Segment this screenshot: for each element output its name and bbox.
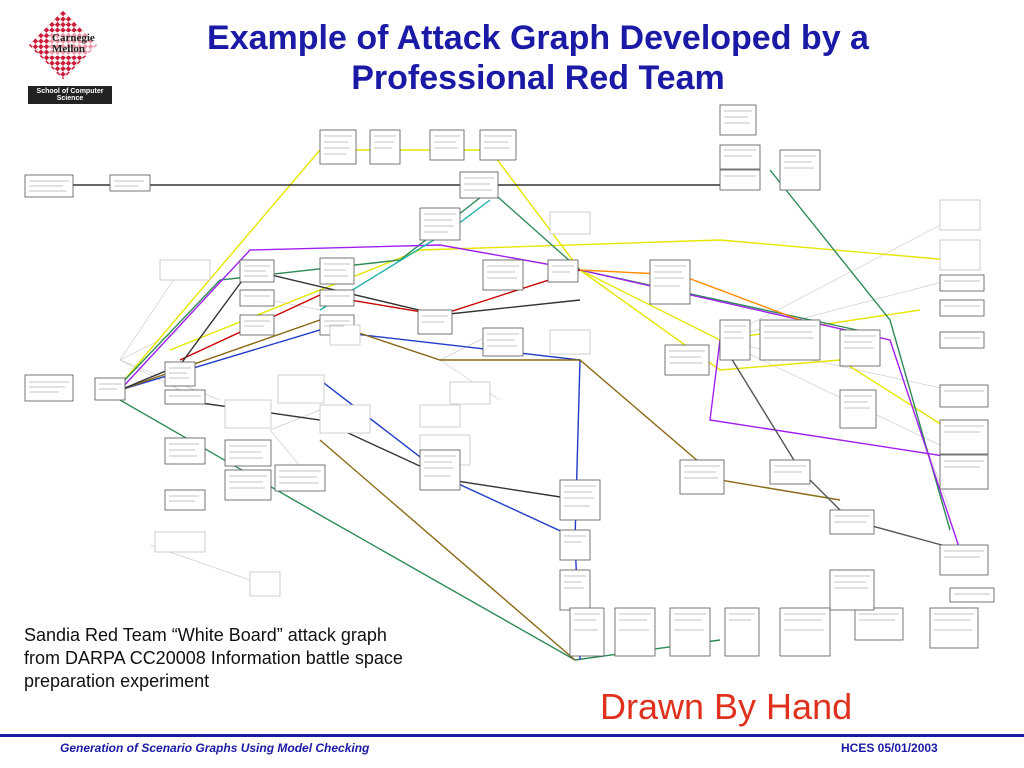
node: [274, 464, 326, 492]
node: [829, 569, 875, 611]
edge-grey-dark: [719, 339, 961, 551]
node: [724, 607, 760, 657]
node: [854, 607, 904, 641]
node: [569, 607, 605, 657]
node: [419, 404, 461, 428]
node: [319, 289, 355, 307]
node: [482, 259, 524, 291]
node: [277, 374, 325, 404]
node: [614, 607, 656, 657]
node: [939, 239, 981, 271]
cmu-logo: Carnegie Mellon School of Computer Scien…: [28, 10, 112, 104]
caption: Sandia Red Team “White Board” attack gra…: [24, 624, 514, 693]
graph-nodes: [24, 104, 995, 657]
node: [719, 169, 761, 191]
footer-rule: [0, 734, 1024, 737]
node: [164, 437, 206, 465]
node: [224, 439, 272, 467]
edge-yellow-3: [579, 269, 951, 431]
edge-purple: [119, 244, 961, 551]
caption-line-1: Sandia Red Team “White Board” attack gra…: [24, 625, 387, 645]
node: [164, 361, 196, 387]
node: [239, 314, 275, 336]
edge-brown: [119, 319, 841, 501]
node: [939, 544, 989, 576]
node: [549, 329, 591, 355]
footer-date: HCES 05/01/2003: [841, 741, 938, 755]
slide-title: Example of Attack Graph Developed by a P…: [128, 18, 948, 98]
node: [329, 324, 361, 346]
title-line-2: Professional Red Team: [351, 59, 725, 97]
node: [939, 419, 989, 455]
node: [929, 607, 979, 649]
node: [779, 149, 821, 191]
node: [319, 404, 371, 434]
node: [224, 469, 272, 501]
node: [109, 174, 151, 192]
node: [719, 144, 761, 170]
node: [664, 344, 710, 376]
attack-graph-image: [24, 104, 995, 661]
node: [159, 259, 211, 281]
node: [479, 129, 517, 161]
node: [547, 259, 579, 283]
node-text-marks: [29, 110, 990, 631]
node: [459, 171, 499, 199]
node: [24, 374, 74, 402]
node: [939, 274, 985, 292]
node: [939, 331, 985, 349]
node: [559, 479, 601, 521]
footer-title: Generation of Scenario Graphs Using Mode…: [60, 741, 370, 755]
node: [939, 199, 981, 231]
logo-school: School of Computer Science: [28, 86, 112, 104]
node: [154, 531, 206, 553]
caption-line-3: preparation experiment: [24, 671, 210, 691]
node: [549, 211, 591, 235]
node: [719, 319, 751, 361]
node: [559, 569, 591, 611]
node: [369, 129, 401, 165]
node: [939, 454, 989, 490]
node: [679, 459, 725, 495]
node: [719, 104, 757, 136]
node: [419, 207, 461, 241]
title-line-1: Example of Attack Graph Developed by a: [207, 19, 869, 57]
node: [249, 571, 281, 597]
edge-yellow-2: [169, 239, 951, 351]
edge-yellow: [119, 149, 921, 386]
node: [669, 607, 711, 657]
node: [839, 389, 877, 429]
edge-purple-2: [709, 339, 971, 461]
node: [482, 327, 524, 357]
node: [949, 587, 995, 603]
node: [319, 257, 355, 285]
node: [559, 529, 591, 561]
node: [419, 449, 461, 491]
caption-line-2: from DARPA CC20008 Information battle sp…: [24, 648, 403, 668]
node: [649, 259, 691, 305]
logo-name: Carnegie Mellon: [50, 32, 112, 56]
node: [224, 399, 272, 429]
node: [319, 129, 357, 165]
drawn-by-hand-annotation: Drawn By Hand: [600, 686, 853, 727]
node: [239, 289, 275, 307]
node: [939, 384, 989, 408]
node: [939, 299, 985, 317]
node: [449, 381, 491, 405]
edge-brown-2: [319, 439, 576, 661]
node: [429, 129, 465, 161]
node: [759, 319, 821, 361]
node: [779, 607, 831, 657]
node: [164, 389, 206, 405]
node: [164, 489, 206, 511]
